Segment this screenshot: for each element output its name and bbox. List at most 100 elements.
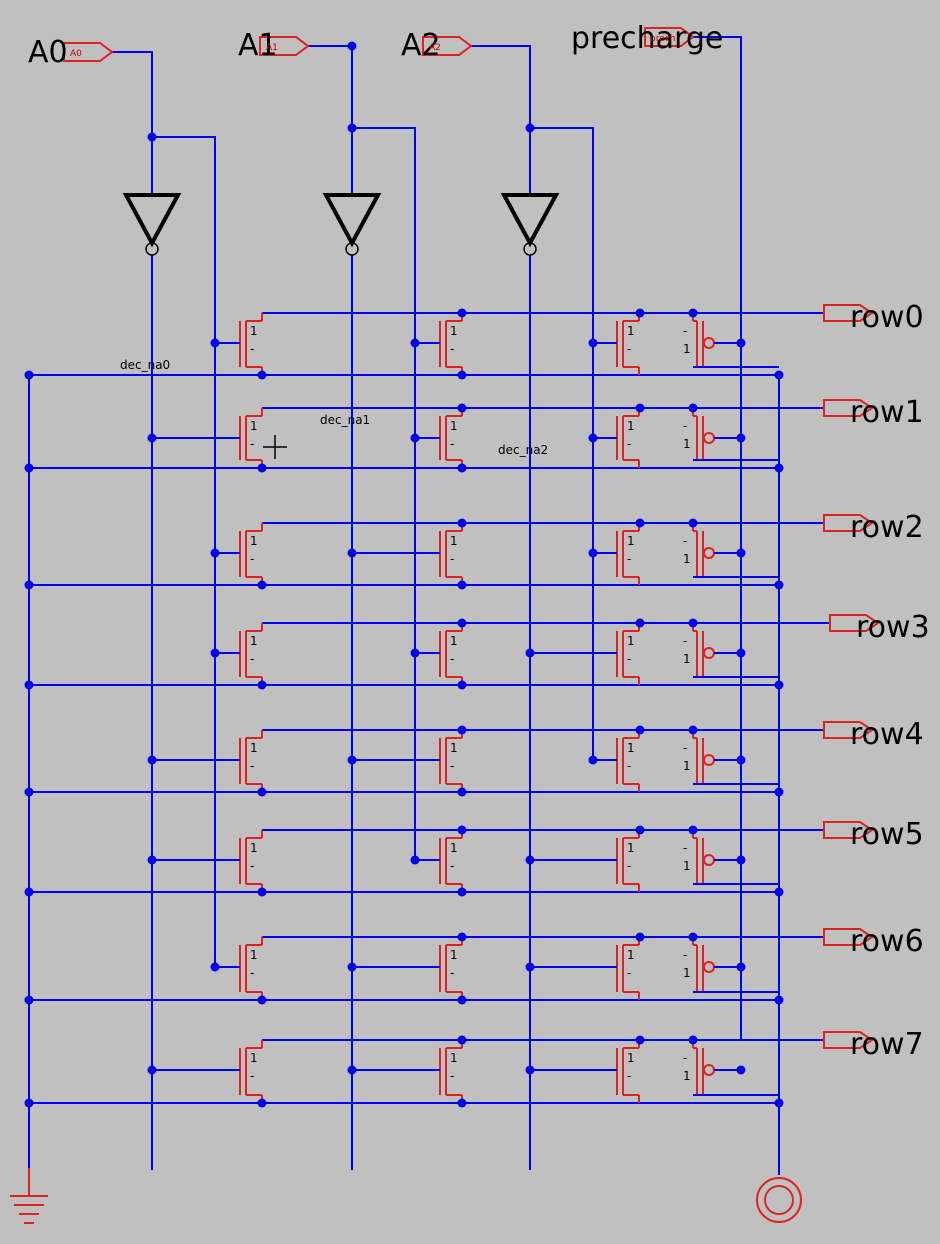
junction-dot <box>147 755 157 765</box>
junction-dot <box>688 518 698 528</box>
junction-dot <box>635 825 645 835</box>
nmos-mark: - <box>450 342 454 356</box>
row-pin-4[interactable] <box>823 721 874 739</box>
junction-dot <box>774 370 784 380</box>
junction-dot <box>688 1035 698 1045</box>
junction-dot <box>736 648 746 658</box>
junction-dot <box>457 580 467 590</box>
junction-dot <box>457 463 467 473</box>
junction-dot <box>257 887 267 897</box>
junction-dot <box>457 308 467 318</box>
junction-dot <box>588 755 598 765</box>
inverter-icon <box>322 193 382 248</box>
pmos-mark: - <box>683 948 687 962</box>
inverter-bubble <box>345 242 359 256</box>
row-pin-5[interactable] <box>823 821 874 839</box>
row-label-1: row1 <box>850 395 924 430</box>
junction-dot <box>736 755 746 765</box>
junction-dot <box>688 403 698 413</box>
junction-dot <box>147 433 157 443</box>
junction-dot <box>410 338 420 348</box>
row-pin-3[interactable] <box>829 614 880 632</box>
junction-dot <box>457 1035 467 1045</box>
junction-dot <box>688 308 698 318</box>
junction-dot <box>688 618 698 628</box>
inverter-bubble <box>523 242 537 256</box>
nmos-mark: 1 <box>250 741 258 755</box>
junction-dot <box>457 1098 467 1108</box>
junction-dot <box>688 825 698 835</box>
input-pin-label-a0: A0 <box>70 49 82 59</box>
precharge-pin[interactable] <box>644 27 695 47</box>
junction-dot <box>457 370 467 380</box>
input-pin-a0[interactable] <box>63 42 114 62</box>
junction-dot <box>736 338 746 348</box>
junction-dot <box>588 548 598 558</box>
junction-dot <box>147 855 157 865</box>
junction-dot <box>457 680 467 690</box>
net-label-dec-na0: dec_na0 <box>120 358 170 372</box>
pmos-mark: 1 <box>683 437 691 451</box>
nmos-mark: - <box>250 759 254 773</box>
junction-dot <box>24 580 34 590</box>
nmos-mark: 1 <box>250 841 258 855</box>
nmos-mark: 1 <box>450 741 458 755</box>
nmos-mark: - <box>627 342 631 356</box>
input-label-a1: A1 <box>238 28 278 63</box>
row-label-5: row5 <box>850 817 924 852</box>
junction-dot <box>257 580 267 590</box>
row-pin-6[interactable] <box>823 928 874 946</box>
nmos-mark: - <box>250 859 254 873</box>
junction-dot <box>525 962 535 972</box>
nmos-mark: 1 <box>250 534 258 548</box>
nmos-mark: 1 <box>627 841 635 855</box>
row-pin-1[interactable] <box>823 399 874 417</box>
junction-dot <box>347 755 357 765</box>
junction-dot <box>588 338 598 348</box>
input-label-a2: A2 <box>401 28 441 63</box>
inverter-icon <box>500 193 560 248</box>
junction-dot <box>525 123 535 133</box>
nmos-mark: 1 <box>450 419 458 433</box>
input-label-a0: A0 <box>28 35 68 70</box>
nmos-mark: - <box>627 966 631 980</box>
junction-dot <box>736 962 746 972</box>
input-pin-a1[interactable] <box>259 36 310 56</box>
pmos-mark: 1 <box>683 552 691 566</box>
junction-dot <box>410 855 420 865</box>
junction-dot <box>347 1065 357 1075</box>
row-pin-7[interactable] <box>823 1031 874 1049</box>
nmos-mark: 1 <box>250 1051 258 1065</box>
input-wire-a0 <box>112 51 153 195</box>
precharge-pin-label: prech <box>650 34 675 44</box>
pmos-mark: - <box>683 534 687 548</box>
junction-dot <box>525 648 535 658</box>
power-supply-icon <box>756 1177 802 1223</box>
junction-dot <box>736 548 746 558</box>
junction-dot <box>457 787 467 797</box>
junction-dot <box>736 1065 746 1075</box>
nmos-mark: 1 <box>627 534 635 548</box>
nmos-mark: 1 <box>250 634 258 648</box>
input-pin-a2[interactable] <box>422 36 473 56</box>
nmos-mark: 1 <box>250 948 258 962</box>
row-pin-2[interactable] <box>823 514 874 532</box>
junction-dot <box>410 648 420 658</box>
junction-dot <box>635 1035 645 1045</box>
junction-dot <box>347 962 357 972</box>
junction-dot <box>257 787 267 797</box>
pmos-mark: - <box>683 634 687 648</box>
nmos-mark: 1 <box>450 634 458 648</box>
precharge-label: precharge <box>571 21 723 56</box>
junction-dot <box>347 548 357 558</box>
nmos-mark: - <box>627 552 631 566</box>
junction-dot <box>210 648 220 658</box>
junction-dot <box>635 403 645 413</box>
nmos-mark: 1 <box>627 634 635 648</box>
row-label-3: row3 <box>856 610 930 645</box>
row-pin-0[interactable] <box>823 304 874 322</box>
row-label-6: row6 <box>850 924 924 959</box>
junction-dot <box>147 132 157 142</box>
pmos-mark: 1 <box>683 1069 691 1083</box>
